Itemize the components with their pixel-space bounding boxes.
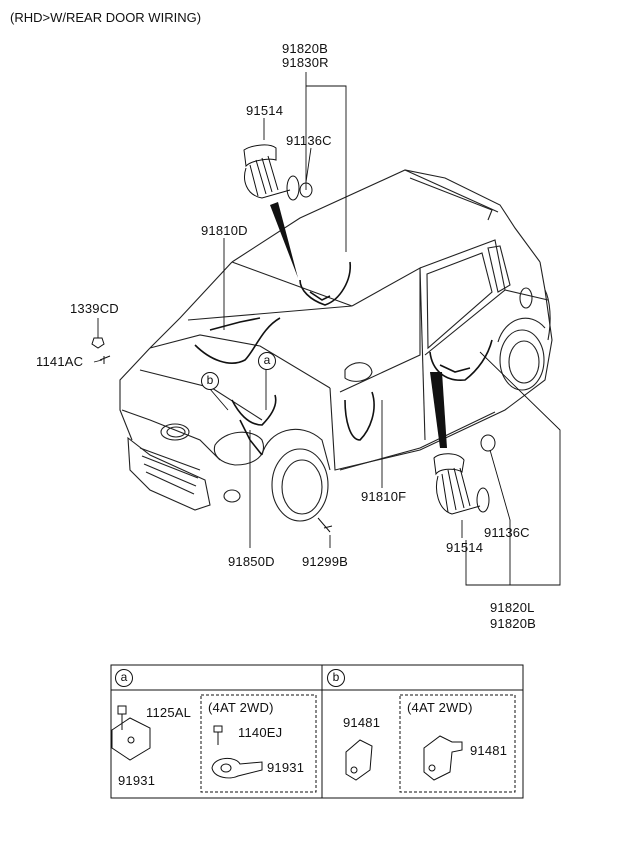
- label-91136C-top: 91136C: [286, 133, 332, 148]
- clamp-91931: [211, 758, 263, 779]
- inset-marker-b: b: [327, 669, 345, 687]
- diagram-title: (RHD>W/REAR DOOR WIRING): [10, 10, 202, 25]
- bracket-91481-left: [345, 739, 373, 781]
- label-91514-bottom: 91514: [446, 540, 484, 555]
- label-1141AC: 1141AC: [36, 354, 84, 369]
- label-91820B-bottom: 91820B: [490, 616, 537, 631]
- label-91830R: 91830R: [282, 55, 329, 70]
- label-91810D: 91810D: [201, 223, 248, 238]
- inset-label-1140EJ: 1140EJ: [238, 725, 283, 740]
- car-body: [119, 169, 553, 522]
- inset-label-91481-left: 91481: [343, 715, 381, 730]
- callout-a: a: [258, 352, 276, 370]
- bracket-91481-right: [423, 735, 463, 781]
- bolt-1140EJ: [213, 725, 223, 745]
- label-91820L: 91820L: [490, 600, 535, 615]
- wedge-leader-bottom: [430, 372, 447, 448]
- grommet-bottom: [433, 434, 496, 515]
- inset-label-91931-right: 91931: [267, 760, 305, 775]
- leader-lines: [93, 72, 561, 586]
- clip-91931-bracket: [111, 705, 151, 761]
- label-91820B-top: 91820B: [282, 41, 329, 56]
- grommet-top: [243, 144, 313, 201]
- inset-label-1125AL: 1125AL: [146, 705, 192, 720]
- inset-frame: [110, 664, 524, 799]
- inset-b-variant: (4AT 2WD): [407, 700, 473, 715]
- inset-marker-a: a: [115, 669, 133, 687]
- label-91514-top: 91514: [246, 103, 284, 118]
- label-91299B: 91299B: [302, 554, 349, 569]
- label-91850D: 91850D: [228, 554, 275, 569]
- bolt-91299B: [317, 517, 333, 533]
- callout-b: b: [201, 372, 219, 390]
- label-91810F: 91810F: [361, 489, 407, 504]
- wedge-leader-top: [270, 202, 298, 278]
- bolt-1339CD: [91, 337, 105, 349]
- label-91136C-bottom: 91136C: [484, 525, 530, 540]
- bolt-1141AC: [99, 355, 111, 364]
- inset-label-91481-right: 91481: [470, 743, 508, 758]
- inset-a-variant: (4AT 2WD): [208, 700, 274, 715]
- wiring-harness: [194, 261, 493, 456]
- inset-label-91931-left: 91931: [118, 773, 156, 788]
- label-1339CD: 1339CD: [70, 301, 119, 316]
